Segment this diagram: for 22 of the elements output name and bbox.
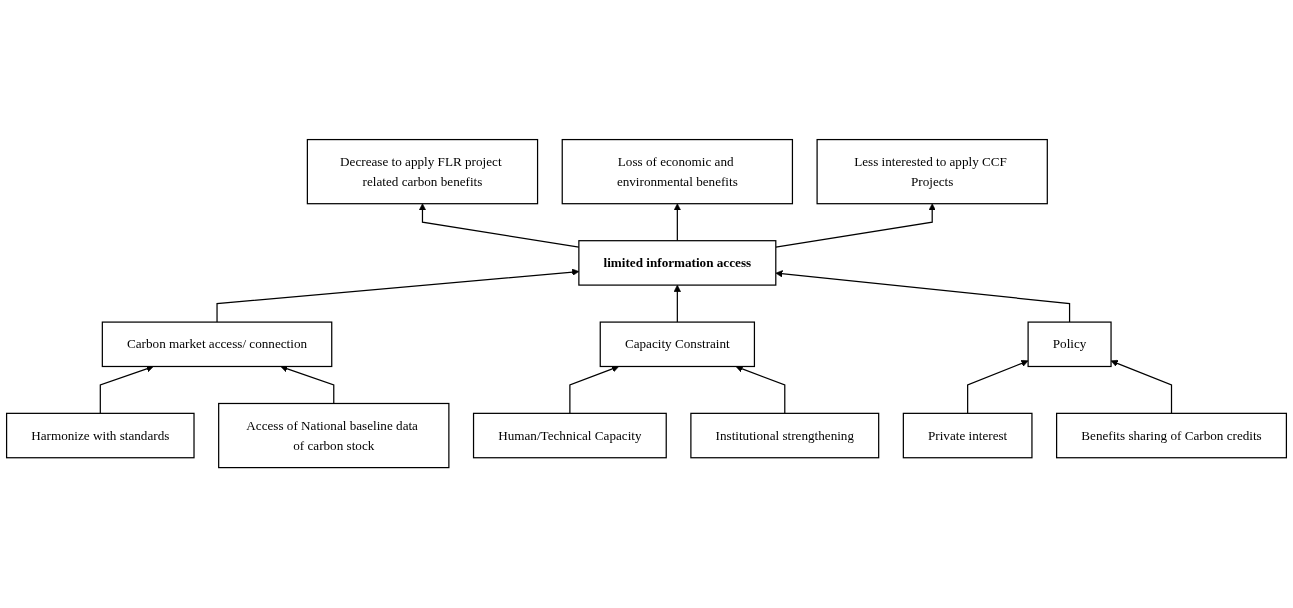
arrow bbox=[735, 365, 786, 415]
node-box: Private interest bbox=[902, 413, 1033, 459]
arrow bbox=[99, 365, 154, 415]
arrow bbox=[569, 365, 620, 415]
arrow bbox=[967, 360, 1029, 415]
node-box: Institutional strengthening bbox=[690, 413, 880, 459]
node-box: Capacity Constraint bbox=[599, 321, 756, 368]
arrow bbox=[775, 203, 936, 249]
node-box: Access of National baseline data of carbon stock bbox=[218, 403, 450, 469]
node-box: Carbon market access/ connection bbox=[101, 321, 333, 368]
node-box: Harmonize with standards bbox=[6, 413, 195, 459]
arrow bbox=[673, 203, 681, 242]
node-box: Benefits sharing of Carbon credits bbox=[1056, 413, 1287, 459]
node-box: Less interested to apply CCF Projects bbox=[816, 139, 1048, 205]
arrow bbox=[775, 270, 1071, 324]
node-box: Policy bbox=[1027, 321, 1112, 368]
arrow bbox=[280, 365, 335, 405]
node-box: limited information access bbox=[578, 240, 777, 287]
node-box: Human/Technical Capacity bbox=[472, 413, 667, 459]
node-box: Decrease to apply FLR project related carbon benefits bbox=[306, 139, 539, 205]
node-box: Loss of economic and environmental benefits bbox=[561, 139, 794, 205]
arrow bbox=[673, 285, 681, 324]
